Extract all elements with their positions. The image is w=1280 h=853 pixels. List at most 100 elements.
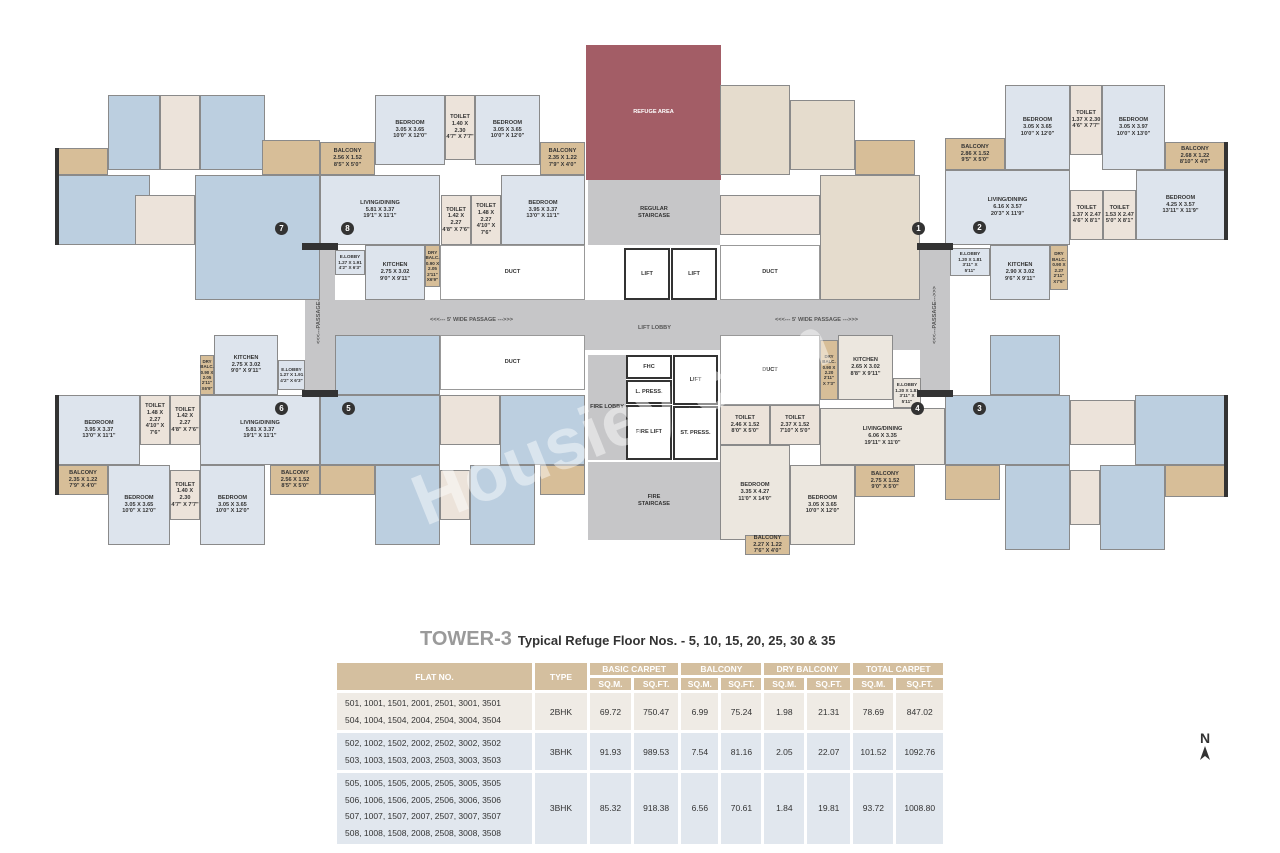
flat3-toilets — [1070, 400, 1135, 445]
table-row: 501, 1001, 1501, 2001, 2501, 3001, 3501 … — [337, 693, 943, 731]
flat2-e-lobby: E.LOBBY 1.20 X 1.81 3'11" X 5'11" — [950, 248, 990, 276]
flat5-bedroom — [470, 465, 535, 545]
flat7-balcony — [262, 140, 320, 175]
flat2-toilet: TOILET 1.53 X 2.47 5'0" X 8'1" — [1103, 190, 1136, 240]
refuge-area: REFUGE AREA — [586, 45, 721, 180]
cell-bal-sqm: 7.54 — [681, 733, 719, 771]
flat3-kitchen — [990, 335, 1060, 395]
flat8-bedroom: BEDROOM 3.95 X 3.37 13'0" X 11'1" — [501, 175, 585, 245]
flat-number-badge: 7 — [275, 222, 288, 235]
flat8-toilet: TOILET 1.48 X 2.27 4'10" X 7'6" — [471, 195, 501, 245]
flat7-bedroom — [108, 95, 160, 170]
l-press: L. PRESS. — [626, 380, 672, 404]
flat-number-badge: 3 — [973, 402, 986, 415]
flat1-bedroom — [790, 100, 855, 170]
cell-bal-sqft: 81.16 — [721, 733, 762, 771]
duct: DUCT — [720, 335, 820, 405]
flat7-living — [195, 175, 320, 300]
flat-number-badge: 2 — [973, 221, 986, 234]
flat5-bedroom — [375, 465, 440, 545]
flat8-toilet: TOILET 1.42 X 2.27 4'8" X 7'6" — [441, 195, 471, 245]
flat6-toilet: TOILET 1.48 X 2.27 4'10" X 7'6" — [140, 395, 170, 445]
cell-bal-sqm: 6.56 — [681, 773, 719, 844]
cell-total-sqft: 1008.80 — [896, 773, 943, 844]
flat2-kitchen: KITCHEN 2.90 X 3.02 9'6" X 9'11" — [990, 245, 1050, 300]
tower-name: TOWER-3 — [420, 628, 512, 650]
cell-flats: 505, 1005, 1505, 2005, 2505, 3005, 3505 … — [337, 773, 532, 844]
wall — [917, 243, 953, 250]
flat-number-badge: 8 — [341, 222, 354, 235]
header-sqft: SQ.FT. — [896, 678, 943, 690]
header-dry-balcony: DRY BALCONY — [764, 663, 851, 675]
flat2-toilet: TOILET 1.37 X 2.47 4'6" X 8'1" — [1070, 190, 1103, 240]
flat4-bedroom: BEDROOM 3.35 X 4.27 11'0" X 14'0" — [720, 445, 790, 540]
north-indicator: N — [1200, 730, 1210, 763]
flat6-balcony: BALCONY 2.35 X 1.22 7'9" X 4'0" — [58, 465, 108, 495]
wall — [302, 243, 338, 250]
page-title: TOWER-3 Typical Refuge Floor Nos. - 5, 1… — [420, 628, 836, 651]
cell-total-sqm: 78.69 — [853, 693, 894, 731]
flat6-dry-balcony: DRY BALC. 0.90 X 2.05 2'11" X6'9" — [200, 355, 214, 395]
flat7-toilet — [160, 95, 200, 170]
flat5-balcony — [540, 465, 585, 495]
flat5-kitchen — [335, 335, 440, 395]
flat6-toilet: TOILET 1.40 X 2.30 4'7" X 7'7" — [170, 470, 200, 520]
flat6-living-dining: LIVING/DINING 5.81 X 3.37 19'1" X 11'1" — [200, 395, 320, 465]
flat8-living-dining: LIVING/DINING 5.81 X 3.37 19'1" X 11'1" — [320, 175, 440, 245]
flat8-balcony: BALCONY 2.56 X 1.52 8'5" X 5'0" — [320, 142, 375, 175]
fire-lift: FIRE LIFT — [626, 405, 672, 460]
cell-bal-sqm: 6.99 — [681, 693, 719, 731]
header-balcony: BALCONY — [681, 663, 762, 675]
north-label: N — [1200, 730, 1211, 746]
cell-type: 2BHK — [535, 693, 587, 731]
cell-type: 3BHK — [535, 733, 587, 771]
flat7-bedroom — [200, 95, 265, 170]
flat6-balcony: BALCONY 2.56 X 1.52 8'5" X 5'0" — [270, 465, 320, 495]
wall — [55, 395, 59, 495]
lift-lobby-label: LIFT LOBBY — [638, 325, 671, 331]
header-flat-no: FLAT NO. — [337, 663, 532, 690]
cell-basic-sqft: 918.38 — [633, 773, 679, 844]
flat-number-badge: 1 — [912, 222, 925, 235]
flat3-bedroom — [1100, 465, 1165, 550]
header-sqm: SQ.M. — [764, 678, 805, 690]
header-sqft: SQ.FT. — [633, 678, 679, 690]
header-sqft: SQ.FT. — [807, 678, 851, 690]
flat4-dry-balcony: DRY BALC. 0.90 X 2.20 2'11" X 7'3" — [820, 340, 838, 400]
passage-label: <<<--- 5' WIDE PASSAGE --->>> — [430, 317, 513, 323]
passage-right — [920, 250, 950, 390]
table-row: 502, 1002, 1502, 2002, 2502, 3002, 3502 … — [337, 733, 943, 771]
wall — [55, 148, 59, 245]
flat3-living — [945, 395, 1070, 465]
lift: LIFT — [673, 355, 718, 405]
area-table: FLAT NO. TYPE BASIC CARPET BALCONY DRY B… — [334, 660, 946, 847]
cell-dry-sqft: 21.31 — [807, 693, 851, 731]
flat3-toilet — [1070, 470, 1100, 525]
flat2-toilet: TOILET 1.37 X 2.30 4'6" X 7'7" — [1070, 85, 1102, 155]
fhc: FHC — [626, 355, 672, 379]
flat6-bedroom: BEDROOM 3.05 X 3.65 10'0" X 12'0" — [200, 465, 265, 545]
flat8-kitchen: KITCHEN 2.75 X 3.02 9'0" X 9'11" — [365, 245, 425, 300]
flat6-toilet: TOILET 1.42 X 2.27 4'8" X 7'6" — [170, 395, 200, 445]
flat7-toilets — [135, 195, 195, 245]
flat2-bedroom: BEDROOM 3.05 X 3.97 10'0" X 13'0" — [1102, 85, 1165, 170]
cell-basic-sqm: 69.72 — [590, 693, 631, 731]
flat4-toilet: TOILET 2.37 X 1.52 7'10" X 5'0" — [770, 405, 820, 445]
cell-total-sqm: 93.72 — [853, 773, 894, 844]
header-total-carpet: TOTAL CARPET — [853, 663, 943, 675]
cell-dry-sqm: 1.98 — [764, 693, 805, 731]
cell-total-sqft: 1092.76 — [896, 733, 943, 771]
flat5-toilets — [440, 395, 500, 445]
passage-vertical-label: <<<---PASSAGE--->>> — [931, 286, 938, 344]
table-row: 505, 1005, 1505, 2005, 2505, 3005, 3505 … — [337, 773, 943, 844]
north-arrow-icon — [1200, 746, 1211, 760]
cell-basic-sqm: 91.93 — [590, 733, 631, 771]
flat1-living — [820, 175, 920, 300]
flat7-master-bedroom — [58, 175, 150, 245]
fire-staircase: FIRE STAIRCASE — [588, 462, 720, 540]
lift: LIFT — [671, 248, 717, 300]
passage-label: <<<--- 5' WIDE PASSAGE --->>> — [775, 317, 858, 323]
flat6-bedroom: BEDROOM 3.95 X 3.37 13'0" X 11'1" — [58, 395, 140, 465]
flat8-dry-balcony: DRY BALC. 0.90 X 2.05 2'11" X6'9" — [425, 245, 440, 287]
flat8-e-lobby: E.LOBBY 1.27 X 1.91 4'2" X 6'3" — [335, 250, 365, 275]
